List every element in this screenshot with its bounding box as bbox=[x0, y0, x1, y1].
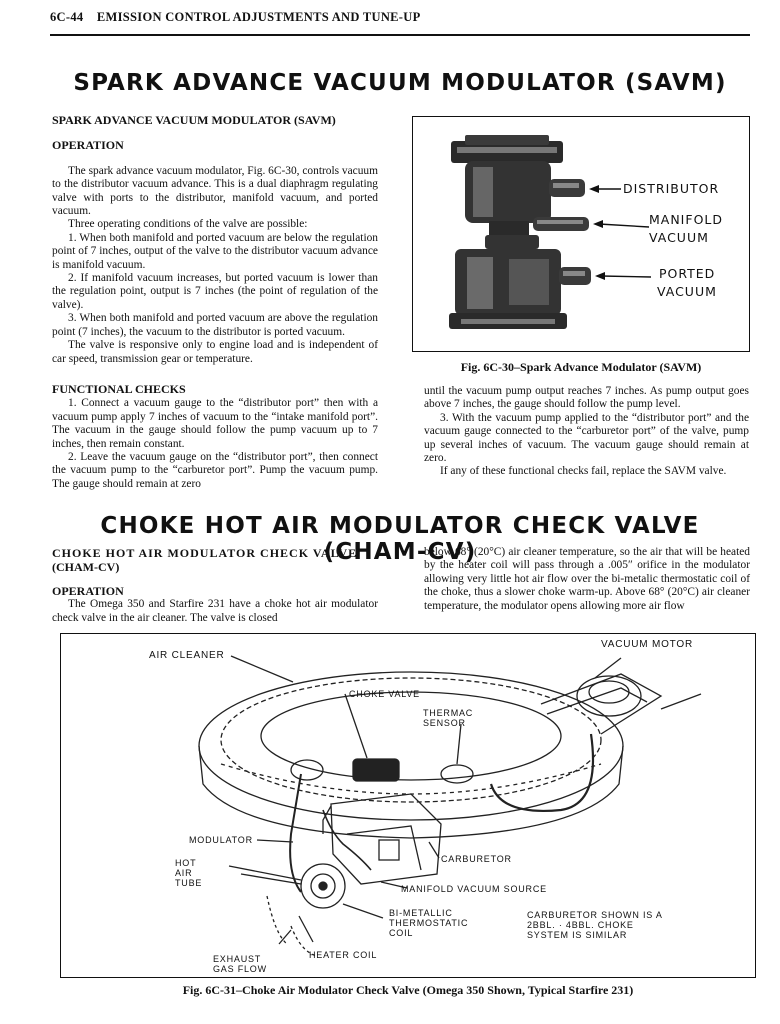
label-choke-valve: CHOKE VALVE bbox=[349, 689, 420, 699]
label-hot: HOT bbox=[175, 858, 197, 868]
label-thermac-sensor: SENSOR bbox=[423, 718, 466, 728]
savm-paragraph: The spark advance vacuum modulator, Fig.… bbox=[52, 164, 378, 218]
savm-checks-heading: FUNCTIONAL CHECKS bbox=[52, 382, 186, 396]
cham-figure: VACUUM MOTOR AIR CLEANER CHOKE VALVE THE… bbox=[60, 633, 756, 978]
cham-left-column: CHOKE HOT AIR MODULATOR CHECK VALVE (CHA… bbox=[52, 546, 378, 625]
savm-paragraph: 1. When both manifold and ported vacuum … bbox=[52, 231, 378, 271]
savm-check-paragraph: 1. Connect a vacuum gauge to the “distri… bbox=[52, 397, 378, 450]
savm-checks-continued-column: until the vacuum pump output reaches 7 i… bbox=[424, 385, 749, 479]
label-ported: PORTED bbox=[659, 266, 716, 281]
savm-check-paragraph: 2. Leave the vacuum gauge on the “distri… bbox=[52, 451, 378, 490]
label-tube: TUBE bbox=[175, 878, 203, 888]
savm-paragraph: Three operating conditions of the valve … bbox=[68, 218, 308, 231]
cham-main-heading: CHOKE HOT AIR MODULATOR CHECK VALVE (CHA… bbox=[100, 513, 700, 565]
label-manifold-vacuum-source: MANIFOLD VACUUM SOURCE bbox=[401, 884, 547, 894]
label-coil: COIL bbox=[389, 928, 414, 938]
savm-figure: DISTRIBUTOR MANIFOLD VACUUM PORTED VACUU… bbox=[412, 116, 750, 352]
label-heater-coil: HEATER COIL bbox=[309, 950, 378, 960]
label-gas-flow: GAS FLOW bbox=[213, 964, 267, 974]
label-air-cleaner: AIR CLEANER bbox=[149, 650, 225, 661]
label-modulator: MODULATOR bbox=[189, 835, 253, 845]
label-manifold: MANIFOLD bbox=[649, 212, 723, 227]
savm-checks-column: FUNCTIONAL CHECKS 1. Connect a vacuum ga… bbox=[52, 382, 378, 491]
label-vacuum-motor: VACUUM MOTOR bbox=[601, 639, 694, 650]
label-ported-vacuum: VACUUM bbox=[657, 284, 717, 299]
section-title: EMISSION CONTROL ADJUSTMENTS AND TUNE-UP bbox=[96, 10, 421, 24]
savm-check-paragraph: 3. With the vacuum pump applied to the “… bbox=[424, 411, 749, 465]
cham-operation-heading: OPERATION bbox=[52, 583, 124, 598]
label-bimetallic: BI-METALLIC bbox=[389, 908, 453, 918]
cham-figure-caption: Fig. 6C-31–Choke Air Modulator Check Val… bbox=[182, 983, 634, 997]
savm-check-paragraph: If any of these functional checks fail, … bbox=[440, 465, 727, 478]
label-carburetor-shown: CARBURETOR SHOWN IS A bbox=[527, 910, 663, 920]
label-choke-type: 2BBL. · 4BBL. CHOKE bbox=[527, 920, 634, 930]
savm-paragraph: 3. When both manifold and ported vacuum … bbox=[52, 312, 378, 338]
cham-paragraph: The Omega 350 and Starfire 231 have a ch… bbox=[52, 598, 378, 624]
label-system-similar: SYSTEM IS SIMILAR bbox=[527, 930, 628, 940]
cham-air-cleaner-illustration bbox=[198, 655, 702, 957]
savm-operation-heading: OPERATION bbox=[52, 138, 124, 153]
label-carburetor: CARBURETOR bbox=[441, 854, 512, 864]
label-thermostatic: THERMOSTATIC bbox=[389, 918, 469, 928]
savm-valve-illustration bbox=[449, 135, 652, 329]
cham-subheading-abbrev: (CHAM-CV) bbox=[52, 560, 120, 575]
running-header: 6C-44 EMISSION CONTROL ADJUSTMENTS AND T… bbox=[50, 10, 750, 36]
savm-main-heading: SPARK ADVANCE VACUUM MODULATOR (SAVM) bbox=[73, 70, 727, 96]
cham-subheading: CHOKE HOT AIR MODULATOR CHECK VALVE bbox=[52, 546, 358, 560]
cham-paragraph: below 68° (20°C) air cleaner temperature… bbox=[424, 546, 750, 612]
page-number: 6C-44 bbox=[50, 10, 84, 24]
savm-subheading: SPARK ADVANCE VACUUM MODULATOR (SAVM) bbox=[52, 113, 336, 127]
label-thermac: THERMAC bbox=[423, 708, 474, 718]
savm-figure-caption: Fig. 6C-30–Spark Advance Modulator (SAVM… bbox=[460, 360, 702, 374]
savm-operation-column: SPARK ADVANCE VACUUM MODULATOR (SAVM) OP… bbox=[52, 113, 378, 366]
label-distributor: DISTRIBUTOR bbox=[623, 181, 720, 196]
savm-paragraph: 2. If manifold vacuum increases, but por… bbox=[52, 272, 378, 311]
savm-paragraph: The valve is responsive only to engine l… bbox=[52, 339, 378, 365]
label-exhaust: EXHAUST bbox=[213, 954, 262, 964]
cham-right-column: below 68° (20°C) air cleaner temperature… bbox=[424, 546, 750, 613]
label-manifold-vacuum: VACUUM bbox=[649, 230, 709, 245]
savm-check-paragraph: until the vacuum pump output reaches 7 i… bbox=[424, 385, 749, 411]
label-air: AIR bbox=[175, 868, 193, 878]
